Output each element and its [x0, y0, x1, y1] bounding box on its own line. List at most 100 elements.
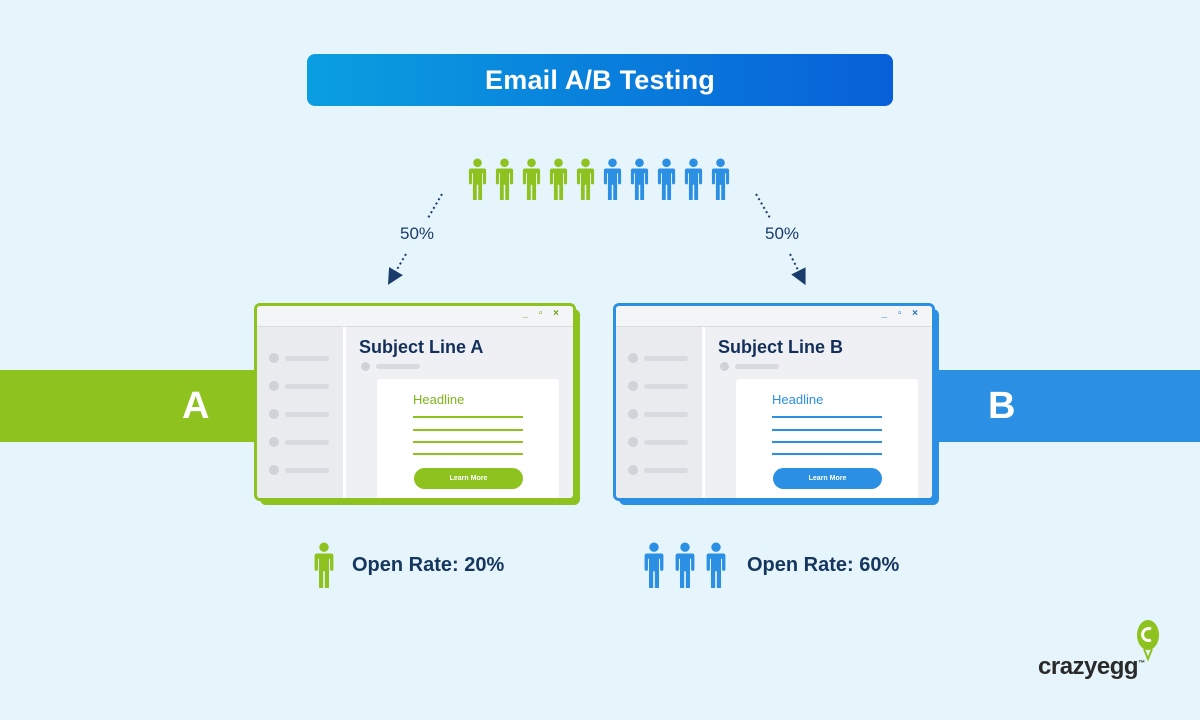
inbox-item [269, 353, 329, 363]
brand-tm: ™ [1138, 660, 1145, 667]
text-line [413, 441, 523, 443]
avatar-icon [628, 437, 638, 447]
inbox-item [269, 409, 329, 419]
result-a-icons [310, 542, 338, 588]
diagram-title: Email A/B Testing [485, 64, 715, 95]
text-line [413, 416, 523, 418]
inbox-item [628, 353, 688, 363]
email-client: _ ▫ × Subject Line A Headline Learn More [254, 303, 576, 501]
sender-line [735, 364, 779, 369]
person-icon-a [468, 158, 487, 200]
split-label-left: 50% [400, 224, 435, 243]
inbox-item [269, 465, 329, 475]
subject-line-a: Subject Line A [359, 337, 484, 357]
learn-more-button: Learn More [773, 468, 882, 489]
avatar-icon [269, 409, 279, 419]
window-titlebar: _ ▫ × [616, 306, 932, 327]
audience-row [464, 158, 736, 200]
person-icon-a [495, 158, 514, 200]
person-icon-b [644, 542, 664, 588]
brand-wordmark: crazyegg™ [1038, 653, 1145, 681]
email-headline: Headline [413, 392, 465, 407]
result-a: Open Rate: 20% [310, 541, 504, 589]
open-rate-a: Open Rate: 20% [352, 553, 505, 576]
band-b-label: B [988, 384, 1016, 427]
person-icon-b [711, 158, 730, 200]
avatar-icon [628, 465, 638, 475]
person-icon-b [675, 542, 695, 588]
avatar-icon [628, 353, 638, 363]
avatar-icon [269, 437, 279, 447]
email-headline: Headline [772, 392, 824, 407]
person-icon-a [549, 158, 568, 200]
crazyegg-logo: crazyegg™ [1038, 615, 1168, 685]
text-line [772, 453, 882, 455]
inbox-line [644, 467, 688, 473]
arrow-right-lower [789, 253, 806, 286]
text-line [413, 453, 523, 455]
person-icon-a [576, 158, 595, 200]
person-icon-b [657, 158, 676, 200]
inbox-line [285, 467, 329, 473]
window-controls: _ ▫ × [522, 308, 563, 319]
inbox-line [285, 411, 329, 417]
split-label-right: 50% [765, 224, 800, 243]
text-line [772, 416, 882, 418]
open-rate-b: Open Rate: 60% [747, 553, 900, 576]
band-a: A [0, 370, 270, 442]
person-icon-b [603, 158, 622, 200]
avatar-icon [361, 362, 370, 371]
sender-row [361, 362, 420, 371]
email-body-card: Headline Learn More [377, 379, 559, 498]
avatar-icon [269, 353, 279, 363]
avatar-icon [628, 381, 638, 391]
inbox-line [285, 383, 329, 389]
person-icon-a [522, 158, 541, 200]
email-body-card: Headline Learn More [736, 379, 918, 498]
window-titlebar: _ ▫ × [257, 306, 573, 327]
sender-row [720, 362, 779, 371]
email-window-a: _ ▫ × Subject Line A Headline Learn More [254, 303, 580, 505]
text-line [413, 429, 523, 431]
arrow-left-upper [427, 193, 443, 219]
egg-balloon-icon [1137, 620, 1159, 662]
inbox-line [644, 383, 688, 389]
person-icon-b [684, 158, 703, 200]
text-line [772, 429, 882, 431]
inbox-sidebar [257, 327, 346, 498]
sender-line [376, 364, 420, 369]
inbox-item [628, 381, 688, 391]
inbox-item [628, 409, 688, 419]
email-window-b: _ ▫ × Subject Line B Headline Learn More [613, 303, 939, 505]
inbox-sidebar [616, 327, 705, 498]
result-b-icons [640, 542, 733, 588]
person-icon-a [314, 542, 334, 588]
inbox-line [644, 439, 688, 445]
inbox-item [269, 381, 329, 391]
avatar-icon [269, 381, 279, 391]
learn-more-button: Learn More [414, 468, 523, 489]
inbox-line [644, 411, 688, 417]
avatar-icon [720, 362, 729, 371]
avatar-icon [269, 465, 279, 475]
inbox-item [269, 437, 329, 447]
band-b: B [930, 370, 1200, 442]
text-line [772, 441, 882, 443]
avatar-icon [628, 409, 638, 419]
inbox-line [285, 439, 329, 445]
inbox-item [628, 465, 688, 475]
band-a-label: A [182, 384, 210, 427]
inbox-line [285, 355, 329, 361]
subject-line-b: Subject Line B [718, 337, 844, 357]
inbox-item [628, 437, 688, 447]
brand-name: crazyegg [1038, 653, 1139, 680]
inbox-line [644, 355, 688, 361]
window-controls: _ ▫ × [881, 308, 922, 319]
email-client: _ ▫ × Subject Line B Headline Learn More [613, 303, 935, 501]
person-icon-b [706, 542, 726, 588]
arrow-left-lower [387, 253, 407, 285]
person-icon-b [630, 158, 649, 200]
title-banner: Email A/B Testing [307, 54, 893, 106]
